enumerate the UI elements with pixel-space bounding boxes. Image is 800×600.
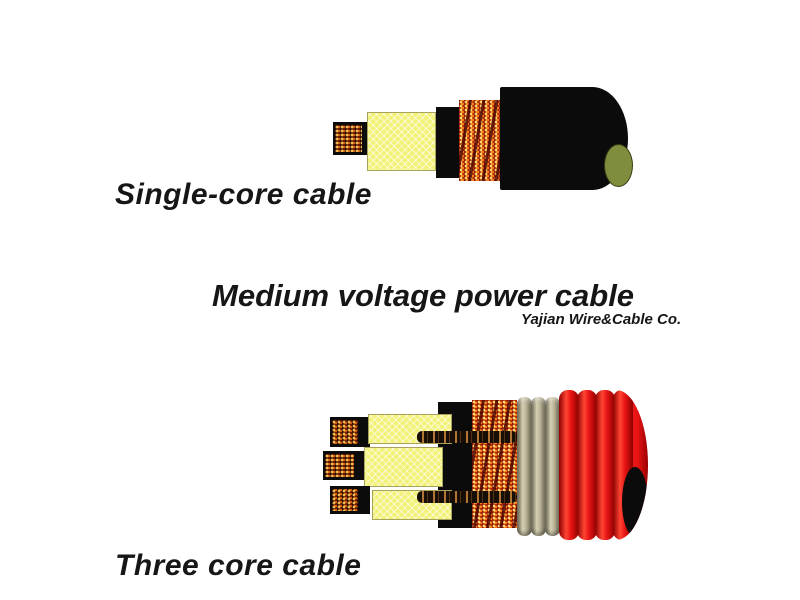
label-three-core: Three core cable — [115, 549, 362, 582]
binder-tape-bottom — [417, 491, 517, 503]
page-title: Medium voltage power cable — [212, 278, 635, 313]
three-core-copper-braid-shield — [472, 400, 517, 528]
single-core-end-face — [604, 144, 633, 187]
core2-conductor-braid — [325, 454, 354, 477]
armor-rib — [531, 397, 546, 536]
sheath-rib — [595, 390, 615, 540]
three-core-end-face — [622, 467, 648, 537]
armor-rib — [545, 397, 560, 536]
core1-conductor-braid — [332, 420, 358, 444]
three-core-armor — [517, 397, 560, 536]
core2-insulation — [364, 447, 443, 487]
company-credit: Yajian Wire&Cable Co. — [521, 311, 682, 328]
sheath-rib — [559, 390, 579, 540]
binder-tape-top — [417, 431, 517, 443]
core3-conductor-braid — [332, 489, 358, 511]
three-core-outer-sheath — [559, 390, 648, 540]
single-core-semicon-screen — [436, 107, 460, 178]
armor-rib — [517, 397, 532, 536]
single-core-insulation — [367, 112, 436, 171]
label-single-core: Single-core cable — [115, 178, 372, 211]
single-core-conductor-braid — [335, 125, 362, 152]
sheath-rib — [577, 390, 597, 540]
single-core-copper-braid-shield — [459, 100, 501, 181]
